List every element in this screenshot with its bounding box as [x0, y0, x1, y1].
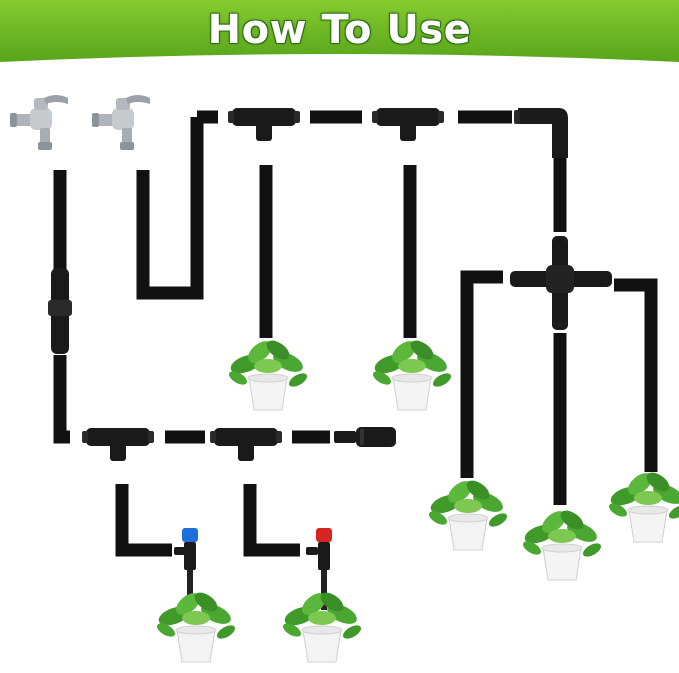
- potted-plant-icon: [370, 336, 454, 411]
- potted-plant-icon: [606, 468, 679, 543]
- tee-connector-icon: [82, 428, 154, 461]
- tee-connector-icon: [210, 428, 282, 461]
- faucet-icon: [10, 95, 68, 150]
- tee-connector-icon: [228, 108, 300, 141]
- tube-stake-left: [115, 484, 172, 557]
- drip-stake-icon: [174, 528, 198, 610]
- drip-stake-icon: [306, 528, 332, 610]
- faucet-icon: [92, 95, 150, 150]
- elbow-connector-icon: [514, 108, 568, 158]
- tee-connector-icon: [372, 108, 444, 141]
- tube-second-faucet-loop: [136, 117, 204, 300]
- potted-plant-icon: [426, 476, 510, 551]
- potted-plant-icon: [226, 336, 310, 411]
- tube-left-lower: [53, 355, 70, 444]
- straight-coupler-icon: [48, 268, 72, 354]
- potted-plant-icon: [280, 588, 364, 663]
- tube-stake-right: [243, 484, 300, 557]
- potted-plant-icon: [154, 588, 238, 663]
- tube-cross-left: [460, 270, 503, 478]
- header-banner: [0, 0, 679, 62]
- end-plug-icon: [334, 427, 396, 447]
- cross-connector-icon: [510, 236, 612, 330]
- tubing-runs: [53, 110, 658, 557]
- tube-cross-right: [614, 278, 658, 472]
- page-title: How To Use: [207, 7, 472, 53]
- potted-plant-icon: [520, 506, 604, 581]
